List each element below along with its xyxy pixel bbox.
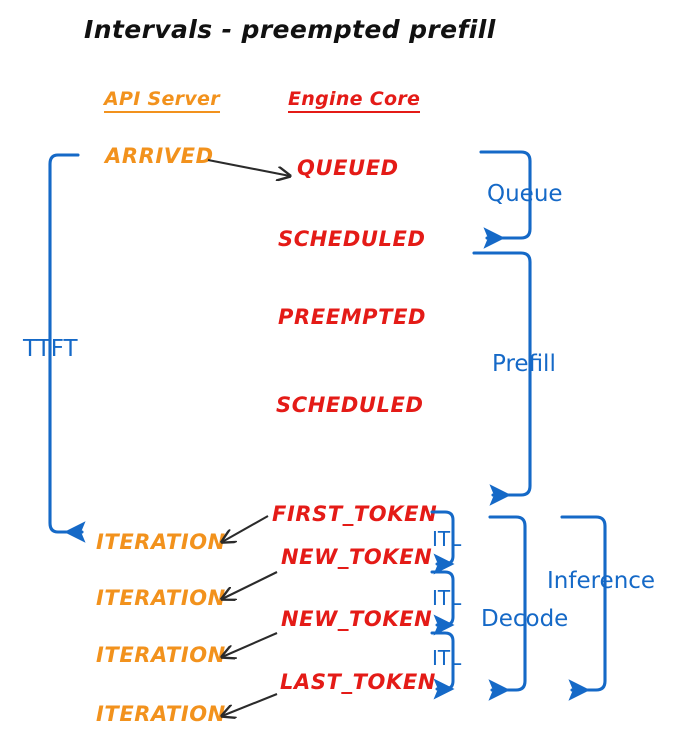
state-queued: QUEUED — [297, 156, 399, 180]
interval-label-itl-3: ITL — [432, 646, 462, 670]
interval-label-itl-1: ITL — [432, 527, 462, 551]
state-first-token: FIRST_TOKEN — [272, 502, 438, 526]
arrow-new-token-2-to-iteration — [222, 632, 278, 657]
arrow-new-token-1-to-iteration — [222, 571, 278, 599]
column-header-engine-core: Engine Core — [288, 90, 421, 113]
state-iteration-3: ITERATION — [96, 643, 226, 667]
state-arrived: ARRIVED — [105, 144, 214, 168]
state-scheduled-1: SCHEDULED — [278, 227, 426, 251]
interval-label-decode: Decode — [481, 606, 569, 632]
bracket-inference — [560, 515, 607, 701]
interval-label-prefill: Prefill — [492, 351, 556, 377]
column-header-api-server: API Server — [104, 90, 220, 113]
state-iteration-2: ITERATION — [96, 586, 226, 610]
state-iteration-1: ITERATION — [96, 530, 226, 554]
arrow-first-token-to-iteration — [222, 515, 269, 542]
arrow-last-token-to-iteration — [222, 693, 278, 716]
state-new-token-2: NEW_TOKEN — [281, 607, 433, 631]
state-iteration-4: ITERATION — [96, 702, 226, 726]
interval-label-inference: Inference — [547, 568, 656, 594]
state-preempted: PREEMPTED — [278, 305, 427, 329]
bracket-decode — [488, 515, 527, 701]
page-title: Intervals - preempted prefill — [84, 15, 496, 44]
arrow-arrived-to-queued — [207, 158, 290, 176]
interval-label-itl-2: ITL — [432, 586, 462, 610]
state-last-token: LAST_TOKEN — [280, 670, 436, 694]
interval-label-ttft: TTFT — [23, 336, 78, 362]
interval-label-queue: Queue — [487, 181, 563, 207]
state-scheduled-2: SCHEDULED — [276, 393, 424, 417]
state-new-token-1: NEW_TOKEN — [281, 545, 433, 569]
